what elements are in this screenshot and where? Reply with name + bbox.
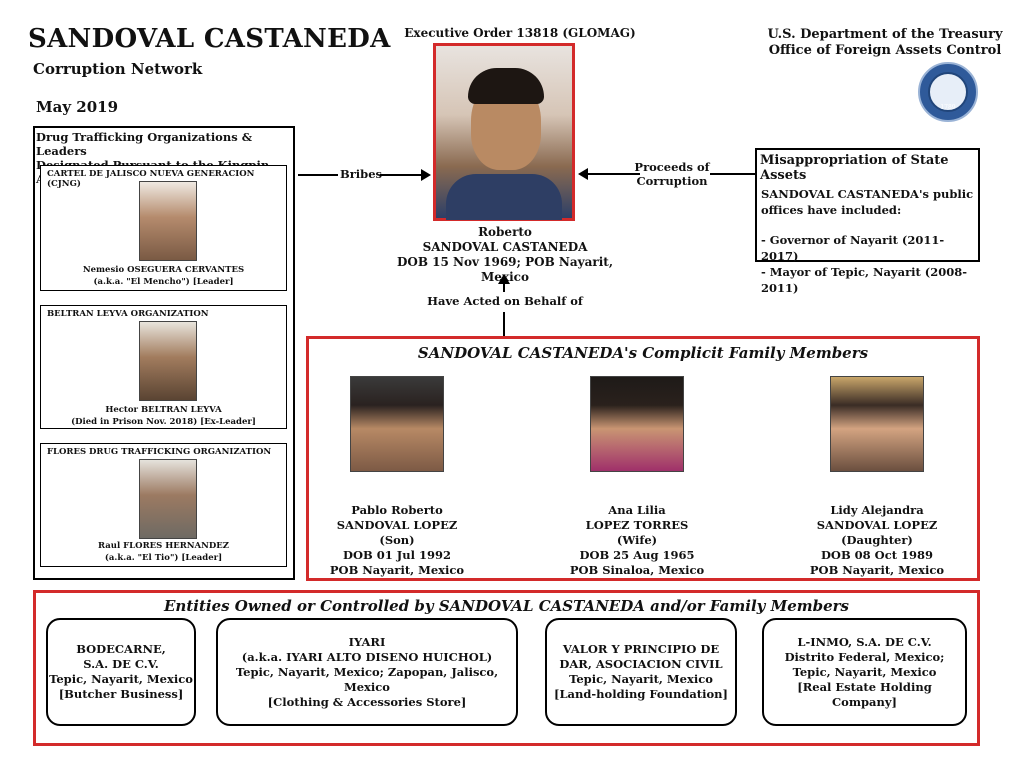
executive-order-label: Executive Order 13818 (GLOMAG)	[404, 26, 636, 40]
leader-photo-icon	[139, 321, 197, 401]
leader-note: (a.k.a. "El Tio") [Leader]	[104, 553, 223, 563]
entity-card-linmo: L-INMO, S.A. DE C.V. Distrito Federal, M…	[762, 618, 967, 726]
bribes-arrow-line-b	[380, 174, 423, 176]
family-member-daughter: Lidy Alejandra SANDOVAL LOPEZ (Daughter)…	[809, 503, 945, 577]
leader-org: BELTRAN LEYVA ORGANIZATION	[47, 309, 209, 319]
leader-card-flores: FLORES DRUG TRAFFICKING ORGANIZATION Rau…	[40, 443, 287, 567]
leader-name: Hector BELTRAN LEYVA	[105, 405, 222, 415]
leader-photo-icon	[139, 181, 197, 261]
family-member-son: Pablo Roberto SANDOVAL LOPEZ (Son) DOB 0…	[329, 503, 465, 577]
dto-panel	[33, 126, 295, 580]
arrow-right-icon	[421, 169, 431, 181]
arrow-left-icon	[578, 168, 588, 180]
entity-card-valor: VALOR Y PRINCIPIO DE DAR, ASOCIACION CIV…	[545, 618, 737, 726]
proceeds-arrow-line-a	[588, 173, 640, 175]
acted-arrow-line-a	[503, 284, 505, 292]
entities-title: Entities Owned or Controlled by SANDOVAL…	[164, 597, 849, 615]
acted-label: Have Acted on Behalf of	[427, 294, 583, 308]
leader-photo-icon	[139, 459, 197, 539]
leader-org: CARTEL DE JALISCO NUEVA GENERACION (CJNG…	[47, 169, 255, 189]
agency-line1: U.S. Department of the Treasury	[767, 27, 1003, 42]
proceeds-label: Proceeds of Corruption	[632, 160, 712, 188]
family-member-wife: Ana Lilia LOPEZ TORRES (Wife) DOB 25 Aug…	[569, 503, 705, 577]
entity-card-bodecarne: BODECARNE, S.A. DE C.V. Tepic, Nayarit, …	[46, 618, 196, 726]
center-photo-icon	[433, 43, 575, 221]
leader-name: Nemesio OSEGUERA CERVANTES	[82, 265, 245, 275]
family-panel	[306, 336, 980, 581]
agency-name: U.S. Department of the Treasury Office o…	[740, 27, 1014, 59]
chart-title: SANDOVAL CASTANEDA	[28, 24, 391, 54]
proceeds-label-line2: Corruption	[636, 174, 708, 188]
leader-note: (a.k.a. "El Mencho") [Leader]	[93, 277, 234, 287]
family-photo-son-icon	[350, 376, 444, 472]
misappropriation-title: Misappropriation of State Assets	[760, 153, 949, 183]
treasury-seal-icon: 1789	[918, 62, 978, 122]
proceeds-label-line1: Proceeds of	[634, 160, 710, 174]
leader-note: (Died in Prison Nov. 2018) [Ex-Leader]	[71, 417, 256, 427]
leader-card-cjng: CARTEL DE JALISCO NUEVA GENERACION (CJNG…	[40, 165, 287, 291]
bribes-arrow-line-a	[298, 174, 338, 176]
proceeds-arrow-line-b	[710, 173, 755, 175]
chart-subtitle: Corruption Network	[33, 60, 203, 78]
arrow-up-icon	[498, 274, 510, 284]
family-title: SANDOVAL CASTANEDA's Complicit Family Me…	[417, 344, 869, 362]
center-last-name: SANDOVAL CASTANEDA	[422, 240, 588, 254]
chart-date: May 2019	[36, 98, 119, 116]
acted-arrow-line-b	[503, 312, 505, 336]
entities-panel	[33, 590, 980, 746]
agency-line2: Office of Foreign Assets Control	[768, 43, 1002, 58]
misap-line2: offices have included:	[761, 203, 902, 217]
bribes-label: Bribes	[340, 167, 382, 181]
dto-heading-line1: Drug Trafficking Organizations & Leaders	[36, 130, 253, 158]
leader-org: FLORES DRUG TRAFFICKING ORGANIZATION	[47, 447, 272, 457]
misap-office1: - Governor of Nayarit (2011-2017)	[761, 233, 945, 263]
family-photo-daughter-icon	[830, 376, 924, 472]
center-first-name: Roberto	[478, 225, 532, 239]
entity-card-iyari: IYARI (a.k.a. IYARI ALTO DISENO HUICHOL)…	[216, 618, 518, 726]
misappropriation-text: SANDOVAL CASTANEDA's public offices have…	[761, 186, 978, 296]
leader-card-blo: BELTRAN LEYVA ORGANIZATION Hector BELTRA…	[40, 305, 287, 429]
misappropriation-panel: Misappropriation of State Assets SANDOVA…	[755, 148, 980, 295]
leader-name: Raul FLORES HERNANDEZ	[98, 541, 229, 551]
misap-line1: SANDOVAL CASTANEDA's public	[761, 187, 974, 201]
seal-inner	[928, 72, 968, 112]
family-photo-wife-icon	[590, 376, 684, 472]
seal-year: 1789	[940, 104, 956, 111]
misap-office2: - Mayor of Tepic, Nayarit (2008-2011)	[761, 265, 968, 295]
